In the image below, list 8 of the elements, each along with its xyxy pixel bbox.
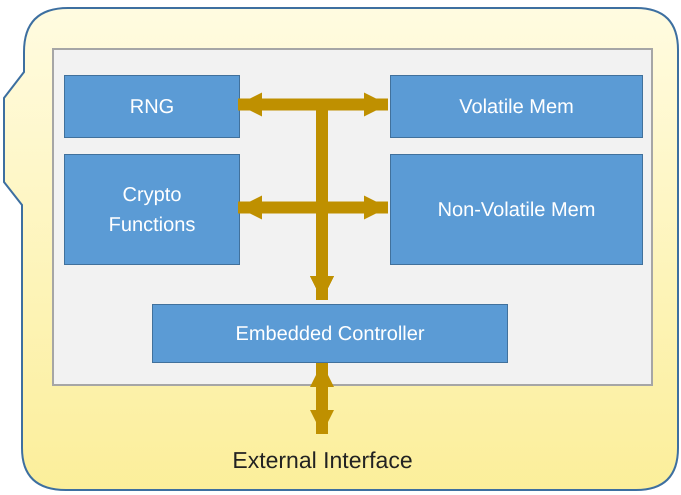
bus-arrow bbox=[310, 363, 334, 434]
module-panel bbox=[52, 48, 653, 386]
box-label: RNG bbox=[130, 94, 174, 120]
box-label: Crypto Functions bbox=[108, 182, 196, 238]
box-label: Embedded Controller bbox=[236, 322, 424, 346]
box-label: Volatile Mem bbox=[459, 94, 574, 120]
interface-label: External Interface bbox=[232, 446, 413, 474]
box-label: Non-Volatile Mem bbox=[438, 198, 596, 222]
